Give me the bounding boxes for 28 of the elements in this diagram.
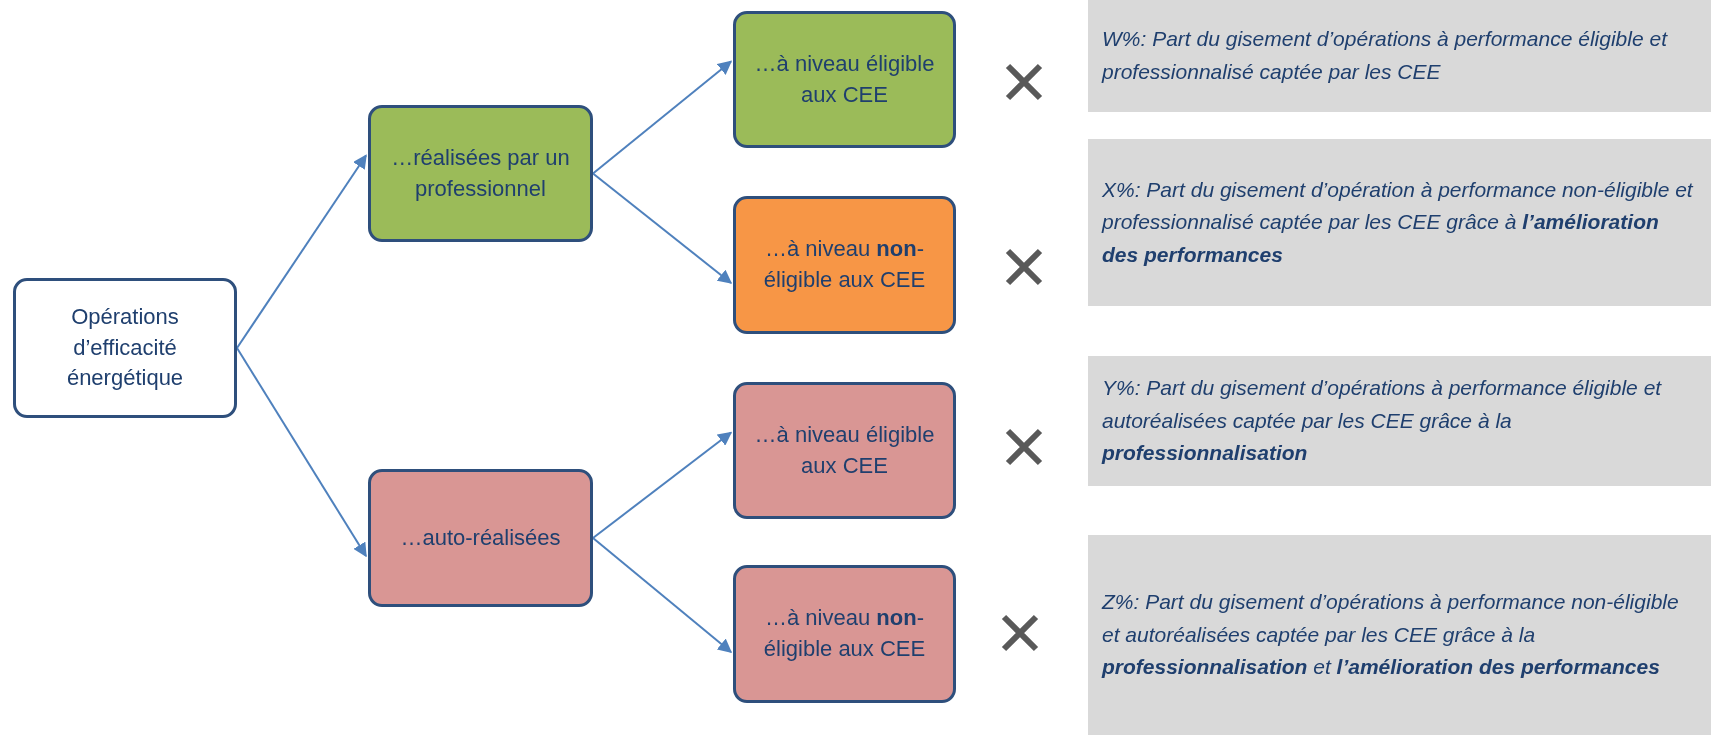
note-panel xyxy=(1088,535,1711,735)
arrow xyxy=(592,431,733,539)
outcome-box xyxy=(733,565,956,703)
arrow xyxy=(592,537,733,653)
outcome-box xyxy=(733,382,956,519)
category-box xyxy=(368,105,593,242)
note-panel xyxy=(1088,139,1711,306)
arrow xyxy=(592,172,733,284)
note-text: X%: Part du gisement d’opération à performance non-éligible et professionnalisé captée par les CEE grâce à l’amélioration des performances xyxy=(1102,176,1695,268)
node-label: …à niveau éligible aux CEE xyxy=(753,420,936,480)
outcome-box xyxy=(733,196,956,334)
category-box xyxy=(368,469,593,607)
node-label: …auto-réalisées xyxy=(400,523,561,552)
note-panel xyxy=(1088,356,1711,486)
note-text: W%: Part du gisement d’opérations à performance éligible et professionnalisé captée par les CEE xyxy=(1102,26,1669,85)
node-label: Opérations d’efficacité énergétique xyxy=(65,302,185,393)
node-label: …à niveau non-éligible aux CEE xyxy=(762,235,927,294)
note-text: Y%: Part du gisement d’opérations à performance éligible et autoréalisées captée par les CEE grâce à la professionnalisation xyxy=(1102,375,1663,467)
tree-root-box xyxy=(13,278,237,418)
arrow xyxy=(592,60,733,175)
node-label: …à niveau éligible aux CEE xyxy=(753,49,936,109)
outcome-box xyxy=(733,11,956,148)
node-label: …à niveau non-éligible aux CEE xyxy=(762,604,927,663)
note-text: Z%: Part du gisement d’opérations à performance non-éligible et autoréalisées captée par les CEE grâce à la professionnalisation et l’amélioration des performances xyxy=(1102,589,1680,681)
node-label: …réalisées par un professionnel xyxy=(390,143,571,203)
note-panel xyxy=(1088,0,1711,112)
arrow xyxy=(236,154,367,349)
arrow xyxy=(236,347,367,558)
